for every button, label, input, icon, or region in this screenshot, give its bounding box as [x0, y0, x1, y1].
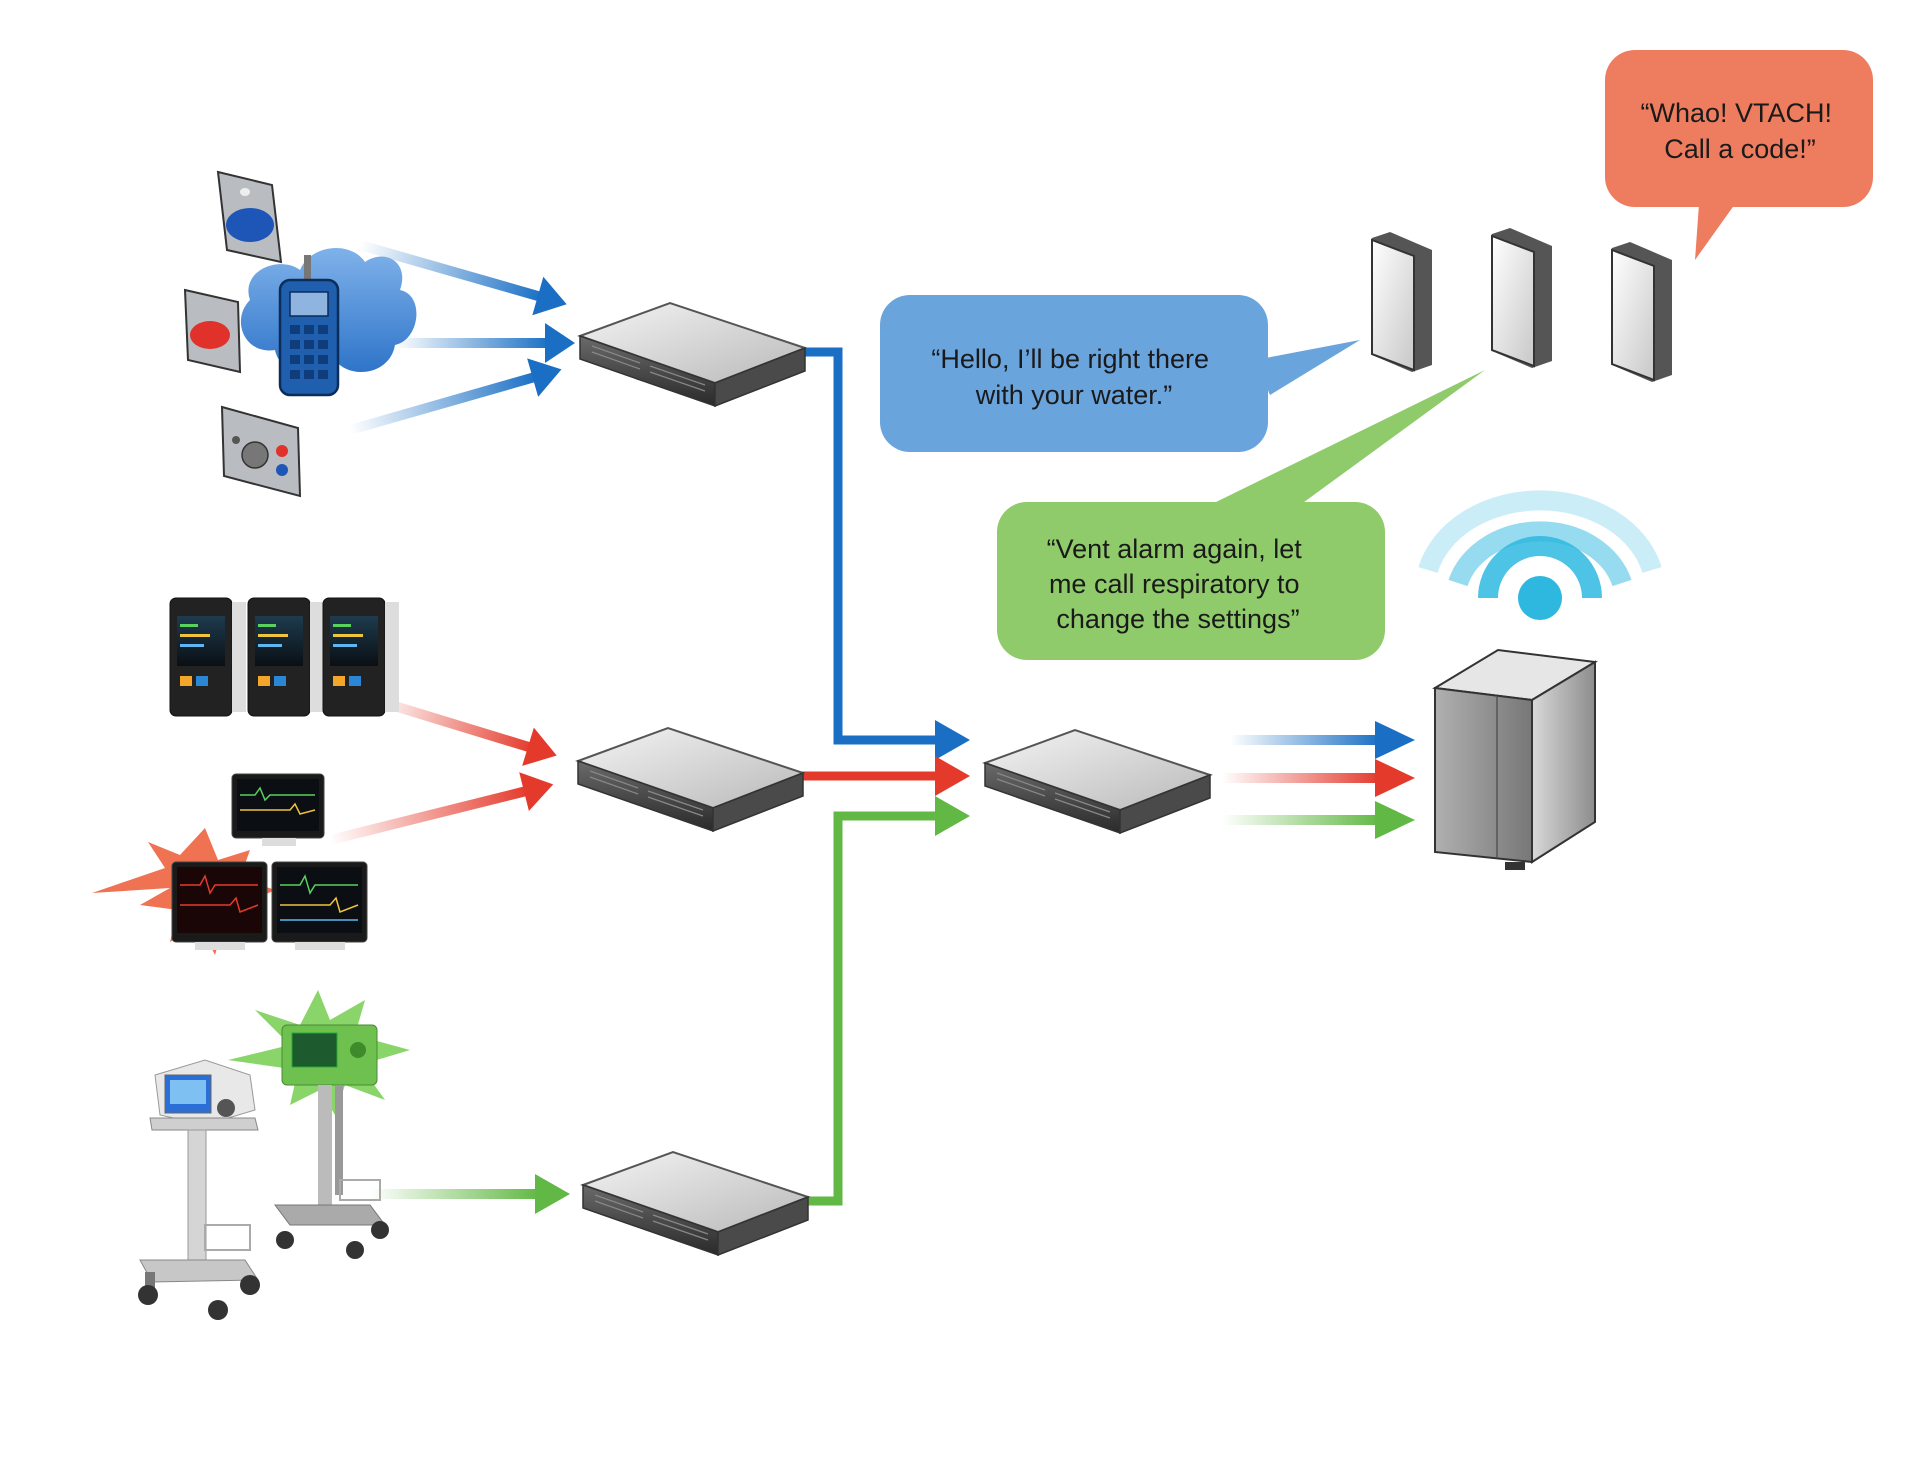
blue-input-arrow-1 [358, 240, 567, 316]
network-switch-icon [996, 772, 1111, 819]
svg-text:“Hello, I’ll be right there: “Hello, I’ll be right there with your wa… [931, 344, 1216, 410]
speech-bubble-blue: “Hello, I’ll be right there with your wa… [880, 295, 1360, 452]
network-switch-middle [575, 726, 806, 833]
green-connector [805, 811, 940, 1206]
patient-monitor-icon [322, 597, 399, 717]
red-output-arrow [1222, 759, 1415, 797]
call-button-icon [216, 170, 283, 264]
network-switch-icon [589, 770, 704, 817]
nurse-call-phone-icon [278, 255, 340, 397]
orange-bubble-line-1: “Whao! VTACH! [1640, 98, 1832, 128]
green-connector-arrowhead [935, 796, 970, 836]
network-switch-icon [594, 1194, 709, 1241]
patient-monitor-icon [171, 861, 268, 950]
blue-connector-arrowhead [935, 720, 970, 760]
patient-monitor-icon [169, 597, 246, 717]
network-switch-top [577, 301, 808, 408]
speech-bubble-orange: “Whao! VTACH! Call a code!” [1605, 50, 1873, 260]
ventilator-icon [138, 1059, 260, 1320]
green-bubble-line-3: change the settings” [1056, 604, 1299, 634]
red-input-arrow-1 [373, 695, 557, 766]
ventilators [138, 990, 410, 1320]
speech-bubble-green: “Vent alarm again, let me call respirato… [997, 370, 1485, 660]
blue-bubble-line-2: with your water.” [975, 380, 1173, 410]
server-tower-icon [1432, 648, 1598, 870]
call-button-icon [220, 405, 302, 498]
ventilator-icon [274, 1024, 389, 1259]
patient-monitor-icon [247, 597, 324, 717]
red-input-arrow-2 [328, 772, 554, 845]
red-connector-arrowhead [935, 756, 970, 796]
wifi-icon [1418, 490, 1662, 620]
input-arrows [328, 240, 1415, 1214]
patient-monitor-icon [231, 773, 325, 846]
svg-text:“Vent alarm again, let m: “Vent alarm again, let me call respirato… [1047, 534, 1310, 634]
green-bubble-line-1: “Vent alarm again, let [1047, 534, 1303, 564]
orange-bubble-line-2: Call a code!” [1664, 134, 1816, 164]
patient-monitors [92, 597, 399, 955]
network-switch-icon [591, 345, 706, 392]
call-button-icon [183, 288, 242, 374]
mobile-handheld-icon [1491, 228, 1552, 368]
network-switch-center [982, 728, 1213, 835]
blue-input-arrow-3 [348, 358, 562, 435]
mobile-handheld-icon [1611, 242, 1672, 382]
network-switch-bottom [580, 1150, 811, 1257]
mobile-handhelds [1371, 228, 1672, 382]
mobile-handheld-icon [1371, 232, 1432, 372]
green-output-arrow [1222, 801, 1415, 839]
blue-bubble-line-1: “Hello, I’ll be right there [931, 344, 1209, 374]
green-input-arrow [370, 1174, 570, 1214]
nurse-call-devices [183, 170, 417, 498]
blue-output-arrow [1230, 721, 1415, 759]
blue-input-arrow-2 [395, 323, 575, 363]
svg-text:“Whao! VTACH! Call a cod: “Whao! VTACH! Call a code!” [1640, 98, 1839, 164]
patient-monitor-icon [271, 861, 368, 950]
green-bubble-line-2: me call respiratory to [1049, 569, 1300, 599]
connector-lines [800, 347, 970, 1206]
blue-connector [805, 347, 940, 745]
